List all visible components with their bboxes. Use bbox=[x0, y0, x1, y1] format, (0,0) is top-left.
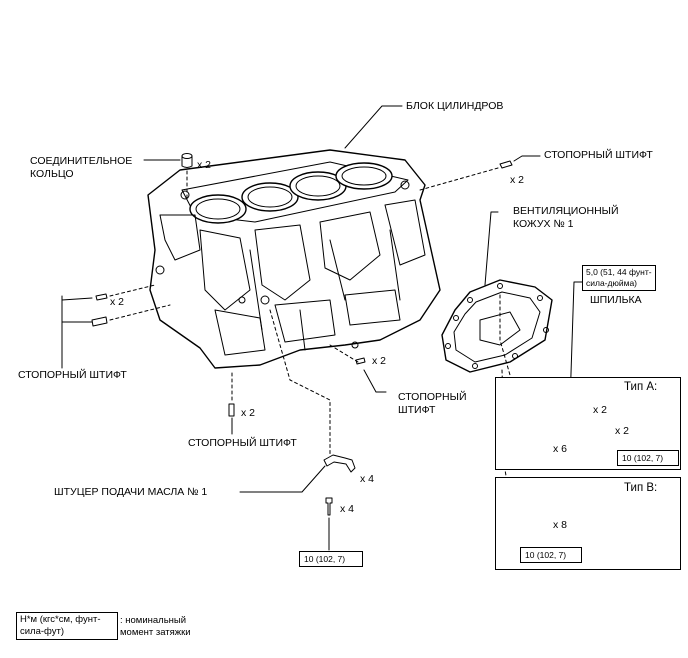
type-a-torque-box: 10 (102, 7) bbox=[617, 450, 679, 466]
stud-torque-box: 5,0 (51, 44 фунт- сила-дюйма) bbox=[582, 265, 656, 291]
connecting-ring-label-line2: КОЛЬЦО bbox=[30, 168, 74, 180]
pin-left-quantity: x 2 bbox=[110, 296, 125, 308]
legend-unit-line1: Н*м (кгс*см, фунт- bbox=[20, 614, 101, 625]
stud-torque-line1: 5,0 (51, 44 фунт- bbox=[586, 267, 652, 277]
oil-nozzle-label: ШТУЦЕР ПОДАЧИ МАСЛА № 1 bbox=[54, 486, 208, 498]
connecting-ring-label-line1: СОЕДИНИТЕЛЬНОЕ bbox=[30, 155, 133, 167]
pin-bottom-quantity: x 2 bbox=[241, 407, 256, 419]
nozzle-quantity: x 4 bbox=[360, 473, 375, 485]
type-a-stud-quantity: x 2 bbox=[593, 404, 608, 416]
pin-center bbox=[355, 357, 366, 365]
nozzle-torque-box: 10 (102, 7) bbox=[299, 551, 363, 567]
stop-pin-top-right-label: СТОПОРНЫЙ ШТИФТ bbox=[544, 149, 653, 161]
type-a-label: Тип A: bbox=[624, 381, 658, 393]
stop-pin-center-label-line2: ШТИФТ bbox=[398, 404, 436, 416]
cylinder-block-drawing bbox=[147, 149, 441, 369]
stop-pin-bottom-label: СТОПОРНЫЙ ШТИФТ bbox=[188, 437, 297, 449]
pin-top-right bbox=[499, 160, 513, 169]
ventilation-cover-drawing bbox=[441, 279, 553, 373]
legend-desc-line2: момент затяжки bbox=[120, 627, 191, 638]
stop-pin-center-label-line1: СТОПОРНЫЙ bbox=[398, 391, 467, 403]
type-a-bolt-quantity: x 6 bbox=[553, 443, 568, 455]
ring-top bbox=[181, 153, 193, 159]
stud-torque-line2: сила-дюйма) bbox=[586, 278, 637, 288]
type-a-nut-quantity: x 2 bbox=[615, 425, 630, 437]
pin-center-quantity: x 2 bbox=[372, 355, 387, 367]
type-b-torque-box: 10 (102, 7) bbox=[520, 547, 582, 563]
oil-nozzle-drawing bbox=[323, 454, 356, 473]
stud-label: ШПИЛЬКА bbox=[590, 294, 642, 306]
legend-desc-line1: : номинальный bbox=[120, 615, 187, 626]
pin-bottom bbox=[228, 403, 235, 417]
type-b-bolt-quantity: x 8 bbox=[553, 519, 568, 531]
type-b-label: Тип B: bbox=[624, 482, 658, 494]
ring-quantity: x 2 bbox=[197, 159, 212, 171]
vent-cover-label-line1: ВЕНТИЛЯЦИОННЫЙ bbox=[513, 205, 619, 217]
legend-unit-line2: сила-фут) bbox=[20, 626, 65, 637]
nozzle-bolt-quantity: x 4 bbox=[340, 503, 355, 515]
legend-unit-box: Н*м (кгс*см, фунт- сила-фут) bbox=[16, 612, 118, 640]
stop-pin-left-label: СТОПОРНЫЙ ШТИФТ bbox=[18, 369, 127, 381]
nozzle-bolt-drawing bbox=[325, 497, 333, 516]
ring-part bbox=[181, 155, 193, 168]
legend-description: : номинальный момент затяжки bbox=[120, 615, 191, 639]
vent-cover-label-line2: КОЖУХ № 1 bbox=[513, 218, 574, 230]
pin-left-2 bbox=[91, 316, 108, 327]
pin-top-right-quantity: x 2 bbox=[510, 174, 525, 186]
pin-left-1 bbox=[95, 293, 108, 301]
cylinder-block-label: БЛОК ЦИЛИНДРОВ bbox=[406, 100, 504, 112]
